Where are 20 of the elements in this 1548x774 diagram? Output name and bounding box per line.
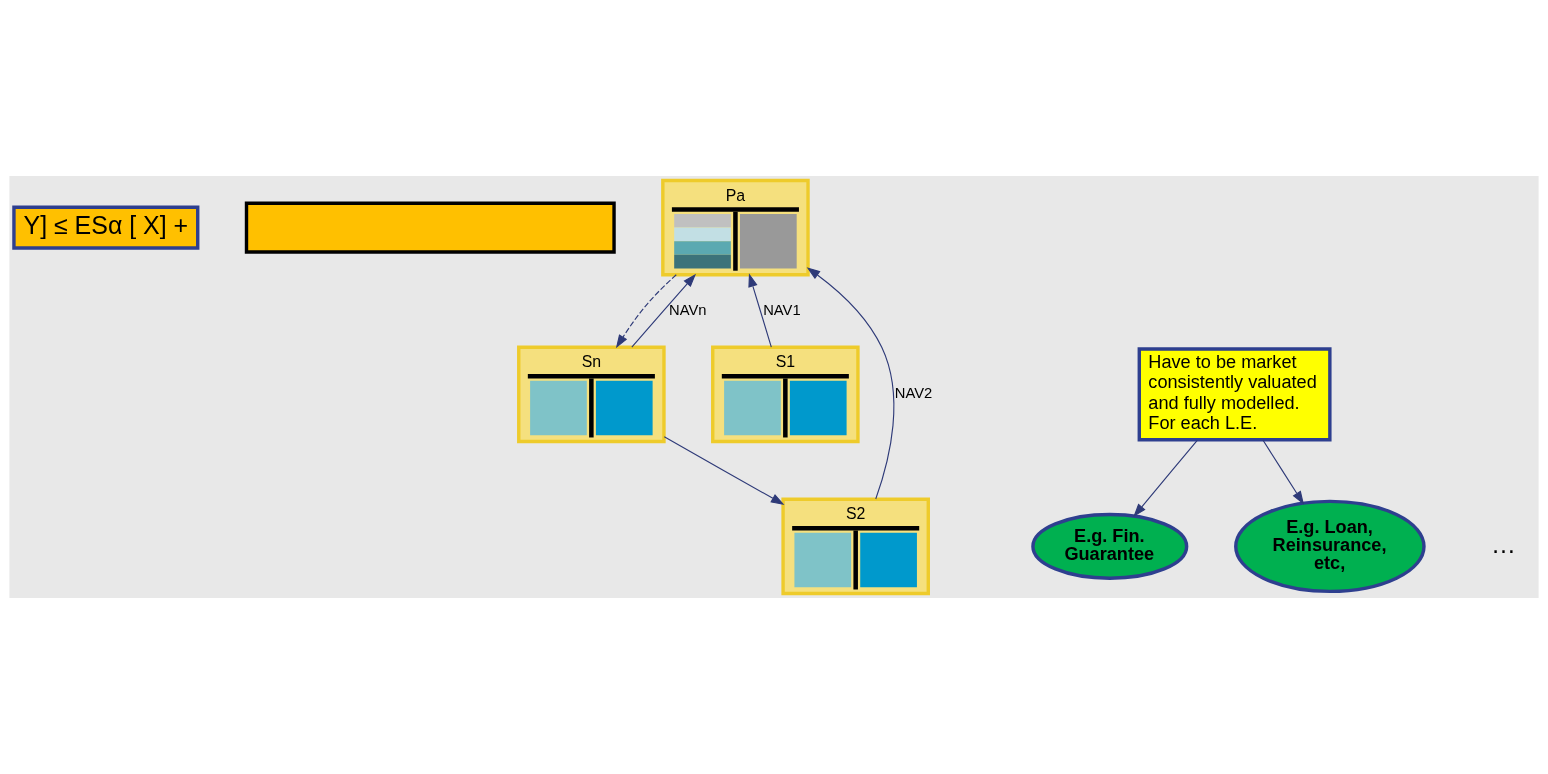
arrow [1262, 439, 1305, 505]
node-ellipse: E.g. Fin. Guarantee [1031, 512, 1189, 580]
arrow [1133, 439, 1199, 518]
node-box: Pa [661, 178, 810, 277]
edge-label: NAVn [669, 301, 707, 318]
edge-label: NAV1 [763, 301, 801, 318]
arrow [748, 273, 772, 348]
node-box: S1 [711, 345, 860, 444]
arrow [806, 267, 895, 500]
node-box: S2 [781, 497, 930, 596]
arrow [631, 273, 697, 348]
node-box: Sn [517, 345, 666, 444]
edge-label: NAV2 [894, 385, 933, 402]
node-box [244, 201, 616, 254]
node-box: Y] ≤ ESα [ X] + [12, 205, 200, 250]
node-box: Have to be market consistently valuated and fully modelled. For each L.E. [1137, 347, 1332, 442]
arrow [615, 274, 677, 349]
node-ellipse: E.g. Loan, Reinsurance, etc, [1234, 499, 1426, 594]
label: … [1490, 529, 1516, 558]
arrow [663, 436, 785, 505]
